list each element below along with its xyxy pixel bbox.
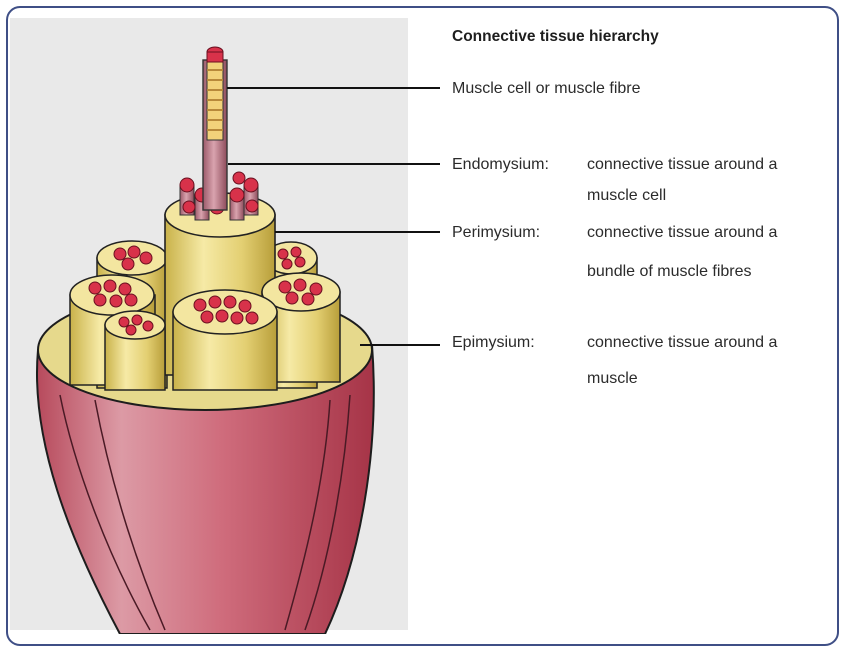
diagram-title: Connective tissue hierarchy bbox=[452, 28, 659, 46]
label-muscle-fibre: Muscle cell or muscle fibre bbox=[452, 76, 641, 101]
label-endomysium-term: Endomysium: bbox=[452, 152, 549, 177]
label-endomysium-desc-1: connective tissue around a bbox=[587, 152, 777, 177]
fascicle-front-center bbox=[173, 290, 277, 390]
label-epimysium-term: Epimysium: bbox=[452, 330, 535, 355]
label-epimysium-desc-2: muscle bbox=[587, 366, 638, 391]
label-perimysium-desc-2: bundle of muscle fibres bbox=[587, 259, 752, 284]
label-perimysium-term: Perimysium: bbox=[452, 220, 540, 245]
label-epimysium-desc-1: connective tissue around a bbox=[587, 330, 777, 355]
label-perimysium-desc-1: connective tissue around a bbox=[587, 220, 777, 245]
fascicle-front-small bbox=[105, 311, 165, 390]
label-endomysium-desc-2: muscle cell bbox=[587, 183, 666, 208]
muscle-fibre bbox=[203, 47, 227, 210]
